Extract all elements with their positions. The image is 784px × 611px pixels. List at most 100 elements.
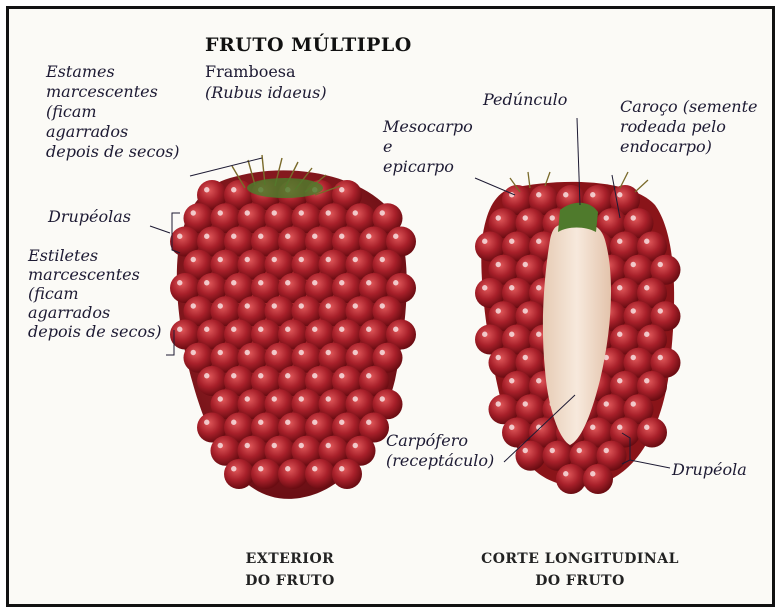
caption-exterior: EXTERIOR DO FRUTO <box>230 548 350 592</box>
druplet-highlight <box>231 187 236 192</box>
druplet-highlight <box>509 239 514 244</box>
druplet-highlight <box>604 401 609 406</box>
druplet <box>332 459 362 489</box>
druplet-highlight <box>258 466 263 471</box>
druplet-highlight <box>191 210 196 215</box>
exterior-berry <box>170 155 416 499</box>
druplet-highlight <box>326 350 331 355</box>
druplet-highlight <box>272 303 277 308</box>
druplet-highlight <box>191 350 196 355</box>
druplet-highlight <box>536 378 541 383</box>
druplet <box>251 459 281 489</box>
druplet-highlight <box>380 350 385 355</box>
druplet-highlight <box>312 327 317 332</box>
druplet-highlight <box>312 373 317 378</box>
druplet-highlight <box>245 303 250 308</box>
druplet-highlight <box>658 262 663 267</box>
label-estames: Estames marcescentes (ficam agarrados de… <box>46 62 206 162</box>
druplet-highlight <box>285 234 290 239</box>
druplet-highlight <box>536 332 541 337</box>
druplet-highlight <box>523 448 528 453</box>
druplet-highlight <box>496 215 501 220</box>
druplet-highlight <box>218 443 223 448</box>
druplet-highlight <box>617 239 622 244</box>
druplet-highlight <box>604 448 609 453</box>
druplet-highlight <box>617 378 622 383</box>
druplet-highlight <box>272 350 277 355</box>
druplet-highlight <box>617 332 622 337</box>
druplet-highlight <box>326 396 331 401</box>
druplet-highlight <box>523 262 528 267</box>
druplet-highlight <box>326 303 331 308</box>
druplet-highlight <box>631 401 636 406</box>
druplet-highlight <box>231 420 236 425</box>
druplet-highlight <box>353 443 358 448</box>
druplet-highlight <box>536 192 541 197</box>
diagram-title: FRUTO MÚLTIPLO <box>205 36 412 55</box>
scientific-name: (Rubus idaeus) <box>205 83 327 102</box>
druplet-highlight <box>218 303 223 308</box>
druplet-highlight <box>496 401 501 406</box>
druplet-highlight <box>272 257 277 262</box>
druplet-highlight <box>353 210 358 215</box>
druplet-highlight <box>353 303 358 308</box>
druplet-highlight <box>658 308 663 313</box>
druplet-highlight <box>604 215 609 220</box>
druplet-highlight <box>258 280 263 285</box>
druplet-highlight <box>204 420 209 425</box>
druplet-highlight <box>299 443 304 448</box>
druplet-highlight <box>258 327 263 332</box>
druplet-highlight <box>231 327 236 332</box>
druplet-highlight <box>523 401 528 406</box>
druplet-highlight <box>312 280 317 285</box>
druplet-highlight <box>617 192 622 197</box>
druplet <box>556 464 586 494</box>
druplet-highlight <box>204 187 209 192</box>
druplet-highlight <box>590 425 595 430</box>
druplet-highlight <box>644 425 649 430</box>
druplet-highlight <box>326 443 331 448</box>
druplet-highlight <box>496 355 501 360</box>
druplet-highlight <box>231 234 236 239</box>
druplet-highlight <box>339 280 344 285</box>
druplet-highlight <box>272 396 277 401</box>
druplet-highlight <box>644 239 649 244</box>
druplet-highlight <box>482 332 487 337</box>
druplet-highlight <box>509 332 514 337</box>
druplet-highlight <box>245 396 250 401</box>
druplet-highlight <box>563 471 568 476</box>
druplet-highlight <box>353 396 358 401</box>
druplet-highlight <box>204 280 209 285</box>
label-pedunculo: Pedúnculo <box>483 90 567 109</box>
druplet <box>305 459 335 489</box>
druplet-highlight <box>339 420 344 425</box>
druplet-highlight <box>218 257 223 262</box>
druplet <box>516 441 546 471</box>
druplet-highlight <box>523 355 528 360</box>
druplet-highlight <box>285 373 290 378</box>
druplet-highlight <box>536 239 541 244</box>
druplet-highlight <box>482 239 487 244</box>
druplet-highlight <box>231 373 236 378</box>
label-drupeolas: Drupéolas <box>48 207 131 226</box>
druplet-highlight <box>509 425 514 430</box>
druplet-highlight <box>204 373 209 378</box>
druplet-highlight <box>577 448 582 453</box>
druplet-highlight <box>590 192 595 197</box>
druplet-highlight <box>272 443 277 448</box>
druplet-highlight <box>380 303 385 308</box>
druplet-highlight <box>380 210 385 215</box>
druplet-highlight <box>509 285 514 290</box>
druplet-highlight <box>366 420 371 425</box>
druplet-highlight <box>631 355 636 360</box>
druplet-highlight <box>191 257 196 262</box>
druplet-highlight <box>658 355 663 360</box>
druplet-highlight <box>366 234 371 239</box>
druplet-highlight <box>523 308 528 313</box>
druplet <box>278 459 308 489</box>
druplet-highlight <box>536 285 541 290</box>
druplet-highlight <box>353 257 358 262</box>
druplet-highlight <box>617 425 622 430</box>
druplet-highlight <box>326 257 331 262</box>
druplet-highlight <box>245 350 250 355</box>
